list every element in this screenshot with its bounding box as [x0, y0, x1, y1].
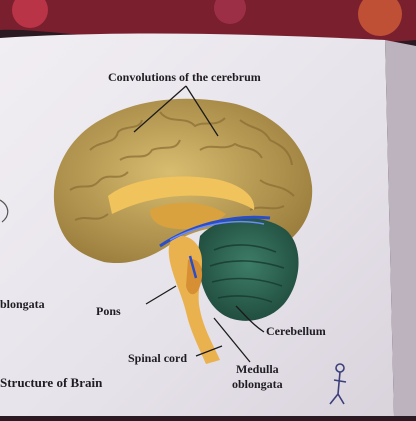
caption-structure-of-brain: Structure of Brain — [0, 375, 103, 390]
label-pons: Pons — [96, 304, 121, 318]
page-edge — [385, 40, 416, 416]
label-medulla-line1: Medulla — [236, 362, 279, 376]
label-pointers — [133, 85, 265, 363]
brainstem — [168, 235, 220, 364]
label-cerebellum: Cerebellum — [266, 324, 326, 338]
fabric — [0, 0, 416, 43]
label-medulla-line2: oblongata — [232, 377, 283, 391]
label-spinal-cord: Spinal cord — [128, 351, 188, 365]
pons — [186, 259, 203, 295]
partial-pointer — [0, 199, 9, 223]
label-convolutions: Convolutions of the cerebrum — [108, 70, 261, 84]
blood-vessel — [159, 215, 271, 248]
cerebellum — [198, 217, 299, 321]
label-medulla-oblongata: Medulla oblongata — [232, 362, 283, 392]
cerebellum-folds — [209, 244, 285, 303]
pen-doodle — [329, 363, 347, 405]
label-oblongata-partial: blongata — [0, 297, 45, 311]
corpus-callosum — [108, 176, 255, 214]
